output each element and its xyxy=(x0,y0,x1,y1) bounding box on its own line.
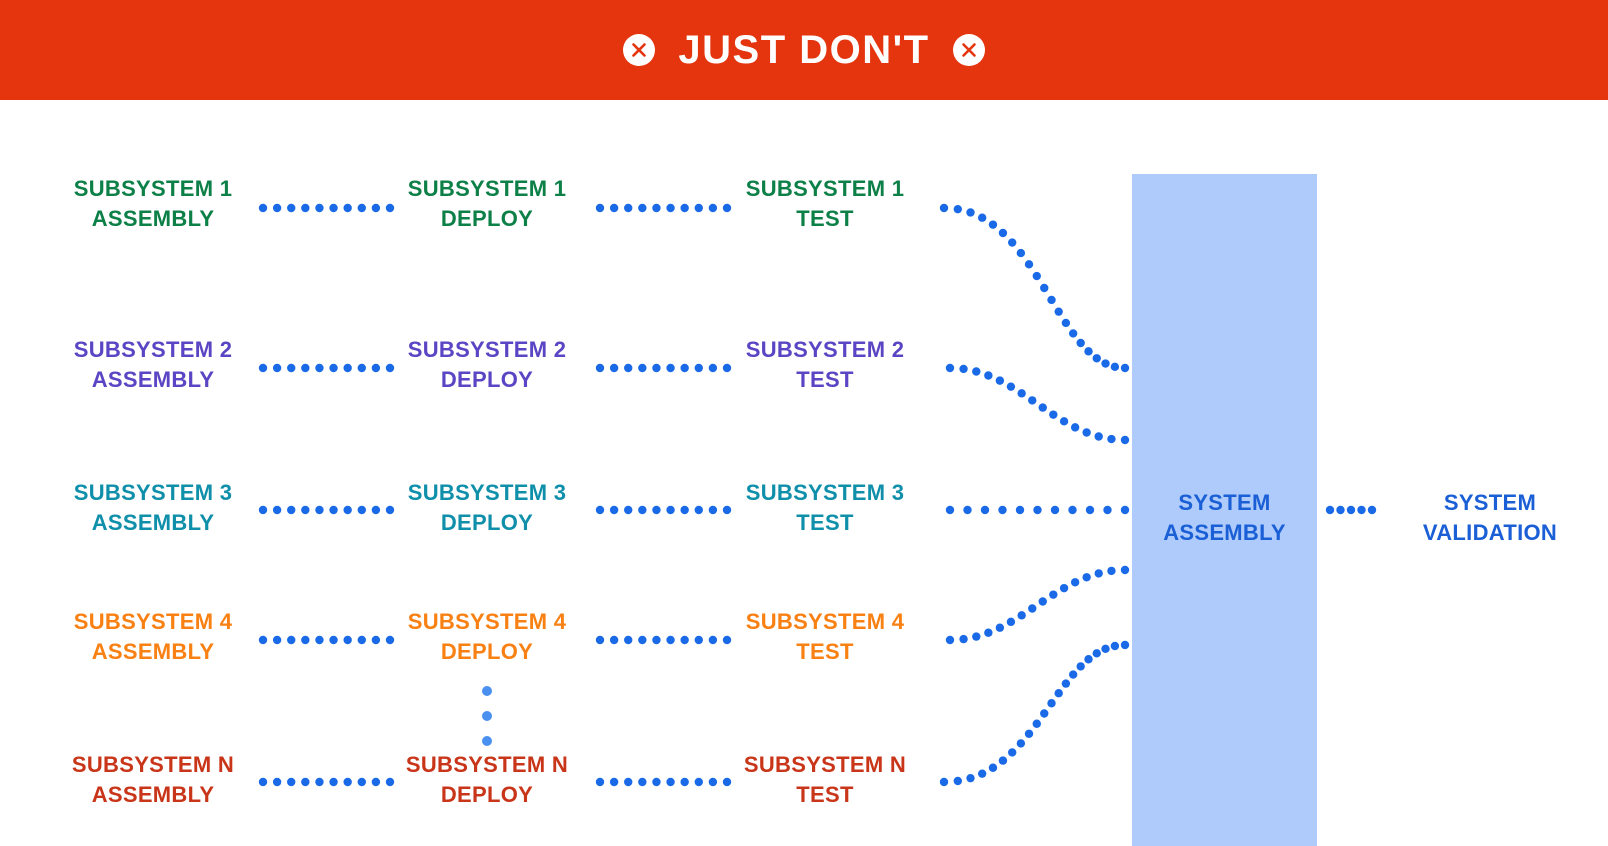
stage-subsystem-n-test: SUBSYSTEM N TEST xyxy=(743,752,907,808)
banner: JUST DON'T xyxy=(0,0,1608,100)
stage-subsystem-1-test: SUBSYSTEM 1 TEST xyxy=(745,176,905,232)
stage-subsystem-2-deploy: SUBSYSTEM 2 DEPLOY xyxy=(407,337,567,393)
x-circle-icon-left xyxy=(623,34,656,66)
system-assembly-label: SYSTEM ASSEMBLY xyxy=(1163,490,1286,546)
stage-subsystem-1-assembly: SUBSYSTEM 1 ASSEMBLY xyxy=(73,176,233,232)
stage-subsystem-n-deploy: SUBSYSTEM N DEPLOY xyxy=(405,752,569,808)
stage-subsystem-3-deploy: SUBSYSTEM 3 DEPLOY xyxy=(407,480,567,536)
stage-subsystem-1-deploy: SUBSYSTEM 1 DEPLOY xyxy=(407,176,567,232)
system-assembly-box xyxy=(1132,174,1317,846)
stage-subsystem-4-test: SUBSYSTEM 4 TEST xyxy=(745,609,905,665)
stage-subsystem-3-test: SUBSYSTEM 3 TEST xyxy=(745,480,905,536)
banner-title: JUST DON'T xyxy=(678,28,930,72)
stage-subsystem-3-assembly: SUBSYSTEM 3 ASSEMBLY xyxy=(73,480,233,536)
stage-subsystem-2-test: SUBSYSTEM 2 TEST xyxy=(745,337,905,393)
stage-subsystem-4-deploy: SUBSYSTEM 4 DEPLOY xyxy=(407,609,567,665)
stage-subsystem-4-assembly: SUBSYSTEM 4 ASSEMBLY xyxy=(73,609,233,665)
pipeline-diagram: SUBSYSTEM 1 ASSEMBLY SUBSYSTEM 1 DEPLOY … xyxy=(0,100,1608,846)
stage-subsystem-2-assembly: SUBSYSTEM 2 ASSEMBLY xyxy=(73,337,233,393)
x-circle-icon-right xyxy=(952,34,985,66)
system-validation-label: SYSTEM VALIDATION xyxy=(1422,490,1558,546)
stage-subsystem-n-assembly: SUBSYSTEM N ASSEMBLY xyxy=(71,752,235,808)
